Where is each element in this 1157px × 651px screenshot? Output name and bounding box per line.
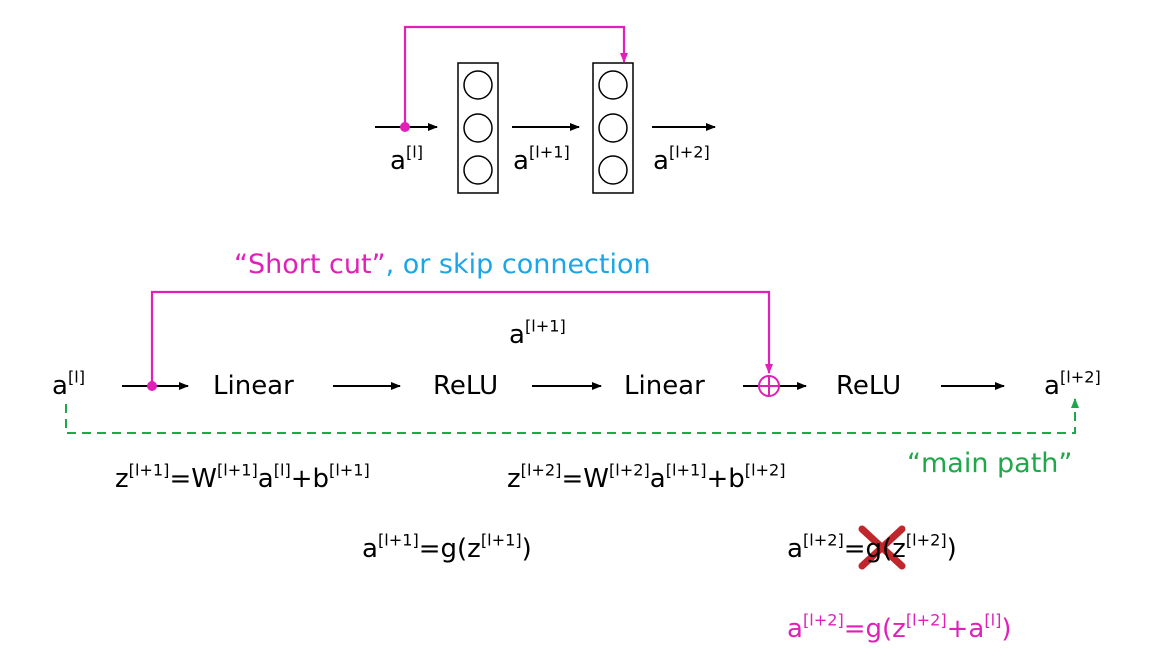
flow-relu-2: ReLU — [836, 371, 902, 401]
top-input-label: a[l] — [390, 142, 423, 176]
equation-a2-crossed: a[l+2]=g(z[l+2]) — [787, 530, 957, 564]
neuron — [598, 70, 628, 100]
sum-node-icon — [758, 375, 780, 397]
equation-z1: z[l+1]=W[l+1]a[l]+b[l+1] — [115, 460, 370, 494]
neuron — [598, 155, 628, 185]
shortcut-title-part2: , or skip connection — [385, 249, 651, 280]
flow-linear-1: Linear — [213, 371, 294, 401]
flow-above-label: a[l+1] — [509, 316, 566, 350]
shortcut-title: “Short cut”, or skip connection — [234, 251, 651, 278]
neuron — [463, 70, 493, 100]
neuron — [598, 113, 628, 143]
flow-output-label: a[l+2] — [1044, 367, 1101, 401]
cross-out-icon — [858, 525, 906, 570]
top-mid-label: a[l+1] — [513, 142, 570, 176]
main-path-label: “main path” — [907, 448, 1073, 479]
main-flow — [65, 290, 1079, 434]
top-network — [375, 25, 716, 194]
skip-connection-line — [150, 290, 773, 386]
top-skip-connection — [403, 25, 628, 127]
equation-z2: z[l+2]=W[l+2]a[l+1]+b[l+2] — [507, 460, 786, 494]
main-path-line — [65, 398, 1079, 434]
flow-relu-1: ReLU — [433, 371, 499, 401]
flow-linear-2: Linear — [624, 371, 705, 401]
neuron — [463, 113, 493, 143]
flow-input-label: a[l] — [52, 367, 85, 401]
skip-origin-dot — [147, 381, 157, 391]
neuron — [463, 155, 493, 185]
top-skip-origin-dot — [400, 122, 410, 132]
equation-a1: a[l+1]=g(z[l+1]) — [362, 530, 532, 564]
equation-a2-residual: a[l+2]=g(z[l+2]+a[l]) — [787, 610, 1012, 644]
top-output-label: a[l+2] — [653, 142, 710, 176]
shortcut-title-part1: “Short cut” — [234, 249, 386, 280]
